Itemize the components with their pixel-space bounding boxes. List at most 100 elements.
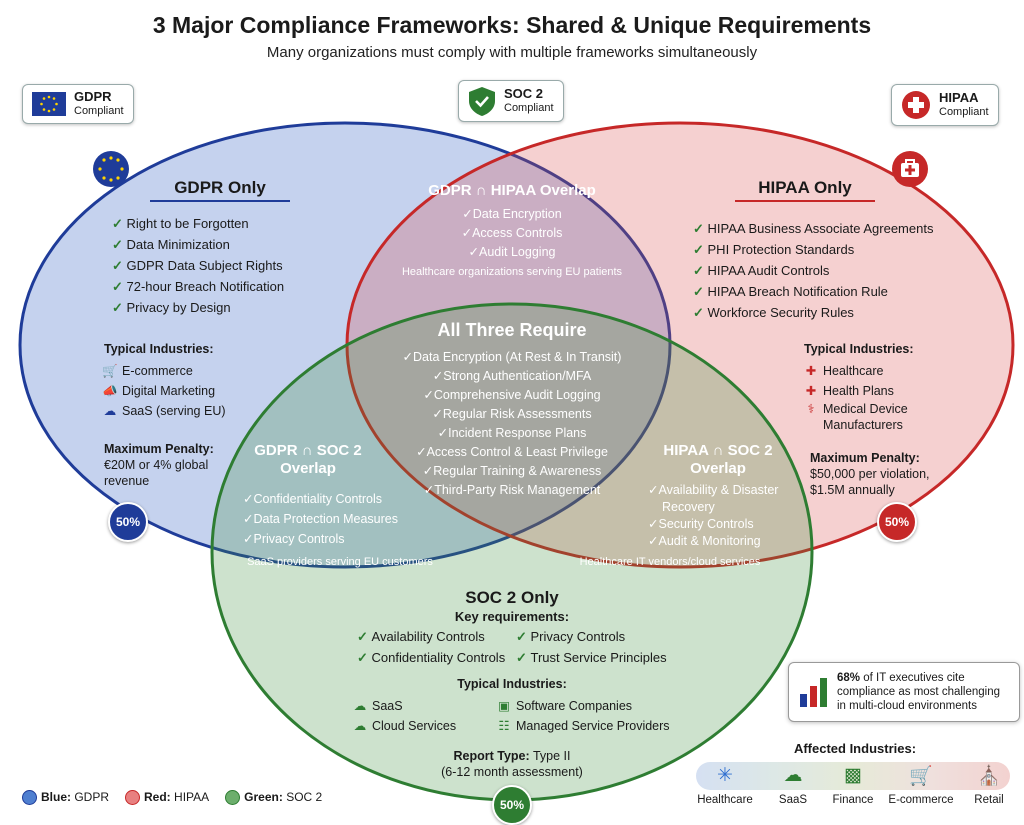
affected-label: Healthcare	[697, 794, 753, 806]
gdpr-soc2-item: Privacy Controls	[243, 529, 398, 549]
medical-cross-icon	[902, 91, 930, 119]
hipaa-industry: Health Plans	[823, 384, 894, 398]
gdpr-soc2-title-2: Overlap	[280, 460, 336, 477]
affected-label: E-commerce	[888, 794, 954, 806]
gdpr-soc2-note: SaaS providers serving EU customers	[247, 556, 433, 568]
gdpr-only-title: GDPR Only	[150, 178, 290, 202]
gdpr-penalty-value-1: €20M or 4% global	[104, 458, 209, 472]
hipaa-soc2-item: Availability & Disaster	[648, 482, 778, 499]
gdpr-hipaa-item: Audit Logging	[412, 243, 612, 262]
soc2-badge-name: SOC 2	[504, 86, 544, 101]
hipaa-soc2-item: Security Controls	[648, 516, 778, 533]
cloud-icon: ☁	[353, 719, 367, 733]
legend-dot	[22, 790, 37, 806]
cloud-icon: ☁	[783, 765, 803, 786]
all-three-list: Data Encryption (At Rest & In Transit) S…	[372, 348, 652, 500]
medical-cross-icon: ✚	[805, 384, 817, 398]
gdpr-soc2-list: Confidentiality Controls Data Protection…	[243, 489, 398, 549]
cloud-icon: ☁	[103, 404, 117, 418]
all-three-item: Access Control & Least Privilege	[372, 443, 652, 462]
soc2-industry: SaaS	[372, 699, 403, 713]
soc2-key-label: Key requirements:	[454, 609, 570, 624]
medical-star-icon: ✳	[717, 765, 733, 786]
affected-icons: ✳ ☁ ▩ 🛒 ⛪	[690, 764, 1016, 788]
medical-kit-icon	[892, 151, 928, 187]
page-title: 3 Major Compliance Frameworks: Shared & …	[152, 12, 872, 38]
gdpr-penalty-value-2: revenue	[104, 474, 150, 488]
gdpr-soc2-title: GDPR ∩ SOC 2 Overlap	[238, 442, 378, 478]
gdpr-hipaa-item: Data Encryption	[412, 205, 612, 224]
stat-value: 68%	[837, 672, 861, 684]
soc2-badge-status: Compliant	[504, 102, 554, 114]
all-three-item: Strong Authentication/MFA	[372, 367, 652, 386]
legend-item-soc2: Green: SOC 2	[225, 790, 322, 806]
affected-labels: Healthcare SaaS Finance E-commerce Retai…	[690, 794, 1016, 806]
legend-item-gdpr: Blue: GDPR	[22, 790, 109, 806]
megaphone-icon: 📣	[102, 384, 118, 398]
hipaa-only-item: HIPAA Business Associate Agreements	[693, 218, 934, 239]
gdpr-only-item: GDPR Data Subject Rights	[112, 255, 284, 276]
soc2-requirement: Availability Controls	[357, 626, 505, 647]
soc2-industry: Software Companies	[516, 699, 633, 713]
affected-strip	[696, 762, 1010, 790]
gdpr-soc2-title-1: GDPR ∩ SOC 2	[254, 442, 362, 459]
soc2-requirement: Privacy Controls	[516, 626, 667, 647]
soc2-report: Report Type: Type II (6-12 month assessm…	[412, 748, 612, 780]
soc2-industries-col-1: ☁SaaS ☁Cloud Services	[352, 696, 456, 736]
cloud-icon: ☁	[353, 699, 367, 713]
hipaa-soc2-list: Availability & Disaster Recovery Securit…	[648, 482, 778, 550]
hipaa-only-list: HIPAA Business Associate Agreements PHI …	[693, 218, 934, 323]
hipaa-soc2-title-1: HIPAA ∩ SOC 2	[663, 442, 773, 459]
gdpr-hipaa-note: Healthcare organizations serving EU pati…	[401, 266, 623, 278]
gdpr-industry: Digital Marketing	[122, 384, 216, 398]
legend: Blue: GDPR Red: HIPAA Green: SOC 2	[22, 790, 322, 806]
all-three-item: Regular Risk Assessments	[372, 405, 652, 424]
hipaa-industries-list: ✚Healthcare ✚Health Plans ⚕Medical Devic…	[803, 361, 908, 433]
shield-check-icon	[469, 87, 495, 116]
hipaa-soc2-title-2: Overlap	[690, 460, 746, 477]
gdpr-hipaa-title: GDPR ∩ HIPAA Overlap	[428, 182, 596, 199]
gdpr-only-list: Right to be Forgotten Data Minimization …	[112, 213, 285, 318]
soc2-industries-label: Typical Industries:	[457, 677, 567, 691]
soc2-req-col-1: Availability Controls Confidentiality Co…	[357, 626, 506, 668]
stat-box: 68% of IT executives cite compliance as …	[788, 662, 1020, 722]
soc2-report-note: (6-12 month assessment)	[441, 765, 583, 779]
affected-label: SaaS	[778, 794, 808, 806]
hipaa-industry: Medical Device	[823, 402, 908, 416]
soc2-requirement: Trust Service Principles	[516, 647, 667, 668]
hipaa-badge-status: Compliant	[939, 106, 989, 118]
stat-text-3: in multi-cloud environments	[837, 700, 977, 712]
hipaa-soc2-item: Audit & Monitoring	[648, 533, 778, 550]
soc2-industry: Managed Service Providers	[516, 719, 670, 733]
shopping-cart-icon: 🛒	[102, 364, 118, 378]
soc2-report-label: Report Type:	[453, 749, 530, 763]
hipaa-soc2-title: HIPAA ∩ SOC 2 Overlap	[648, 442, 788, 478]
hipaa-only-title: HIPAA Only	[735, 178, 875, 202]
soc2-industries-col-2: ▣Software Companies ☷Managed Service Pro…	[496, 696, 670, 736]
gdpr-penalty: Maximum Penalty: €20M or 4% global reven…	[104, 441, 214, 489]
affected-label: Finance	[832, 794, 874, 806]
hipaa-soc2-note: Healthcare IT vendors/cloud services	[579, 556, 761, 568]
all-three-title: All Three Require	[437, 320, 587, 340]
hipaa-percent-badge: 50%	[877, 502, 917, 542]
gdpr-hipaa-item: Access Controls	[412, 224, 612, 243]
hipaa-industries-label: Typical Industries:	[804, 342, 914, 356]
gdpr-industries-label: Typical Industries:	[104, 342, 214, 356]
hipaa-penalty-value-2: $1.5M annually	[810, 483, 895, 497]
all-three-item: Regular Training & Awareness	[372, 462, 652, 481]
hipaa-only-item: HIPAA Breach Notification Rule	[693, 281, 933, 302]
shopping-cart-icon: 🛒	[909, 766, 933, 787]
all-three-item: Comprehensive Audit Logging	[372, 386, 652, 405]
gdpr-only-item: 72-hour Breach Notification	[112, 276, 285, 297]
hipaa-industry-extra: Manufacturers	[823, 418, 903, 432]
legend-dot	[225, 790, 241, 806]
gdpr-industry: E-commerce	[122, 364, 193, 378]
bar-chart-icon	[800, 678, 827, 707]
all-three-item: Third-Party Risk Management	[372, 481, 652, 500]
soc2-req-col-2: Privacy Controls Trust Service Principle…	[516, 626, 667, 668]
network-icon: ☷	[498, 719, 510, 733]
hipaa-only-item: HIPAA Audit Controls	[693, 260, 933, 281]
